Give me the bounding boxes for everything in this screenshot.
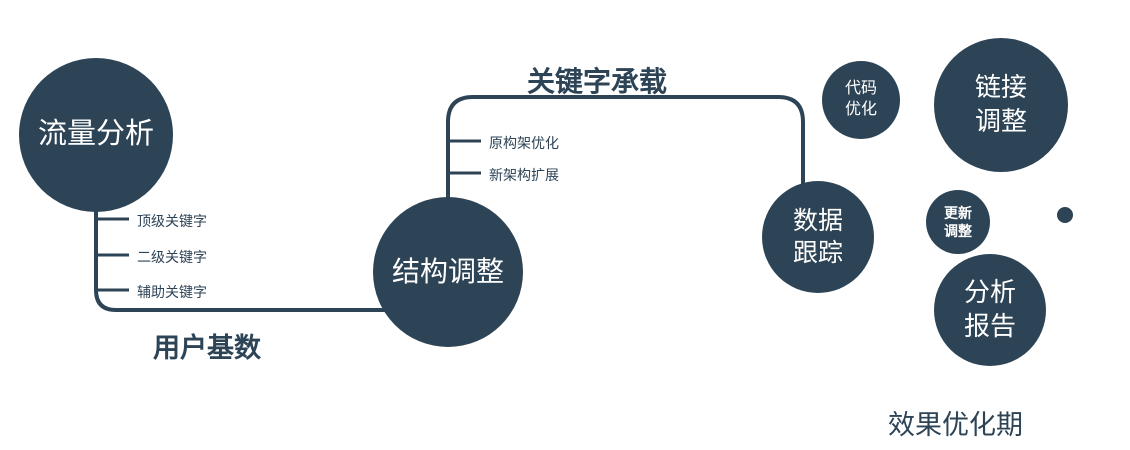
node-data-tracking: 数据 跟踪 — [762, 181, 874, 293]
traffic-tick-marks — [96, 217, 129, 292]
structure-tick-label-2: 新架构扩展 — [489, 167, 559, 183]
node-code-optimization-line1: 代码 — [844, 80, 877, 98]
node-update-adjust-line1: 更新 — [944, 204, 972, 221]
edge-label-user-base: 用户基数 — [153, 333, 261, 363]
node-structure-adjust-label: 结构调整 — [391, 255, 504, 287]
node-link-adjust-line2: 调整 — [974, 106, 1027, 136]
traffic-tick-label-3: 辅助关键字 — [137, 284, 207, 300]
node-update-adjust-line2: 调整 — [944, 223, 972, 239]
edge-label-keyword-carry: 关键字承载 — [527, 66, 668, 97]
node-analysis-report-line1: 分析 — [963, 277, 1016, 308]
node-update-adjust: 更新 调整 — [926, 190, 990, 254]
node-code-optimization-line2: 优化 — [844, 101, 877, 118]
phase-label-effect-optimization: 效果优化期 — [888, 410, 1023, 440]
node-link-adjust-line1: 链接 — [974, 72, 1027, 103]
node-data-tracking-line2: 跟踪 — [792, 239, 843, 267]
node-data-tracking-line1: 数据 — [792, 206, 843, 235]
node-traffic-analysis-label: 流量分析 — [37, 118, 154, 151]
small-dot-marker — [1057, 207, 1073, 223]
node-traffic-analysis: 流量分析 — [19, 58, 173, 212]
traffic-tick-label-1: 顶级关键字 — [137, 213, 207, 229]
traffic-tick-label-2: 二级关键字 — [137, 249, 207, 265]
node-analysis-report-line2: 报告 — [963, 311, 1016, 341]
structure-tick-label-1: 原构架优化 — [489, 135, 559, 151]
node-link-adjust: 链接 调整 — [934, 38, 1068, 172]
structure-tick-marks — [448, 139, 481, 175]
node-code-optimization: 代码 优化 — [822, 61, 900, 139]
node-analysis-report: 分析 报告 — [934, 254, 1046, 366]
node-structure-adjust: 结构调整 — [373, 197, 523, 347]
edge-structure-to-data-tracking — [446, 95, 805, 212]
